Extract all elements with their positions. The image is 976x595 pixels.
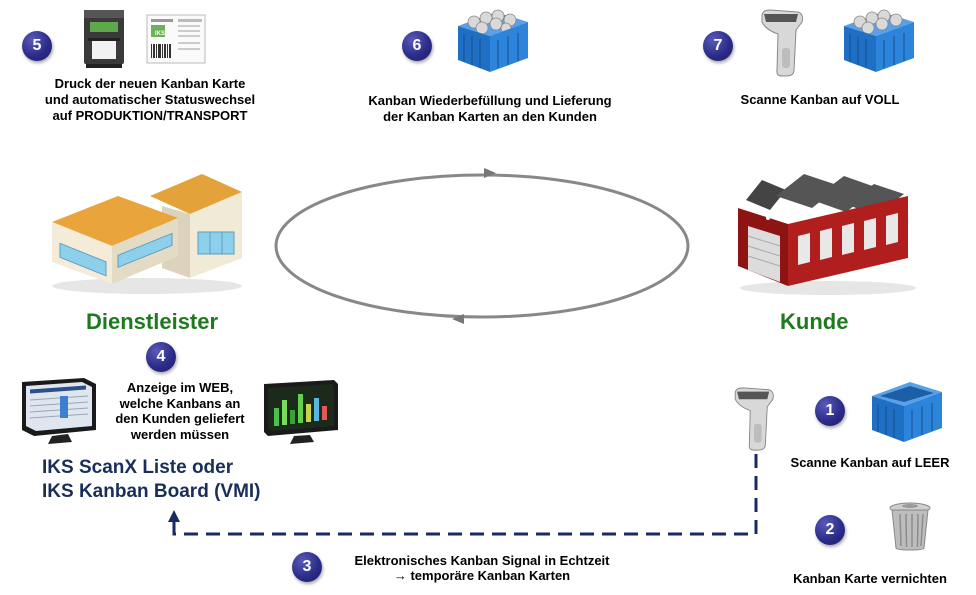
signal-path — [168, 454, 758, 536]
warehouse-building-icon — [52, 174, 242, 294]
cycle-arrow-left — [452, 314, 464, 324]
step-badge-1: 1 — [815, 396, 845, 426]
step-badge-2: 2 — [815, 515, 845, 545]
step-badge-5: 5 — [22, 31, 52, 61]
systems-heading: IKS ScanX Liste oder IKS Kanban Board (V… — [42, 457, 261, 502]
barcode-scanner-icon — [761, 9, 803, 77]
printer-icon — [84, 10, 124, 68]
monitor-icon — [22, 378, 96, 444]
step-badge-3: 3 — [292, 552, 322, 582]
signal-arrow-head — [168, 510, 180, 522]
step-7-text: Scanne Kanban auf VOLL — [740, 92, 900, 107]
cycle-diagram — [274, 168, 690, 324]
provider-heading: Dienstleister — [86, 309, 219, 334]
kanban-crate-icon — [872, 382, 942, 442]
trash-can-icon — [889, 502, 931, 551]
step-badge-4: 4 — [146, 342, 176, 372]
factory-icon — [738, 174, 916, 295]
kanban-crate-icon — [458, 9, 528, 72]
step-5-text: Druck der neuen Kanban Karte und automat… — [44, 76, 256, 123]
step-badge-6: 6 — [402, 31, 432, 61]
step-4-text: Anzeige im WEB, welche Kanbans an den Ku… — [115, 380, 245, 442]
step-1-text: Scanne Kanban auf LEER — [790, 455, 950, 470]
label-card-icon: IKS — [146, 14, 206, 64]
step-2-text: Kanban Karte vernichten — [793, 571, 947, 586]
step-3-text: Elektronisches Kanban Signal in Echtzeit… — [354, 553, 610, 583]
step-6-text: Kanban Wiederbefüllung und Lieferung der… — [368, 93, 612, 124]
monitor-icon — [264, 380, 338, 444]
label-card-text: IKS — [155, 31, 165, 37]
step-badge-7: 7 — [703, 31, 733, 61]
barcode-scanner-icon — [734, 387, 774, 451]
kanban-crate-icon — [844, 9, 914, 72]
cycle-arrow-right — [484, 168, 496, 178]
customer-heading: Kunde — [780, 309, 849, 334]
